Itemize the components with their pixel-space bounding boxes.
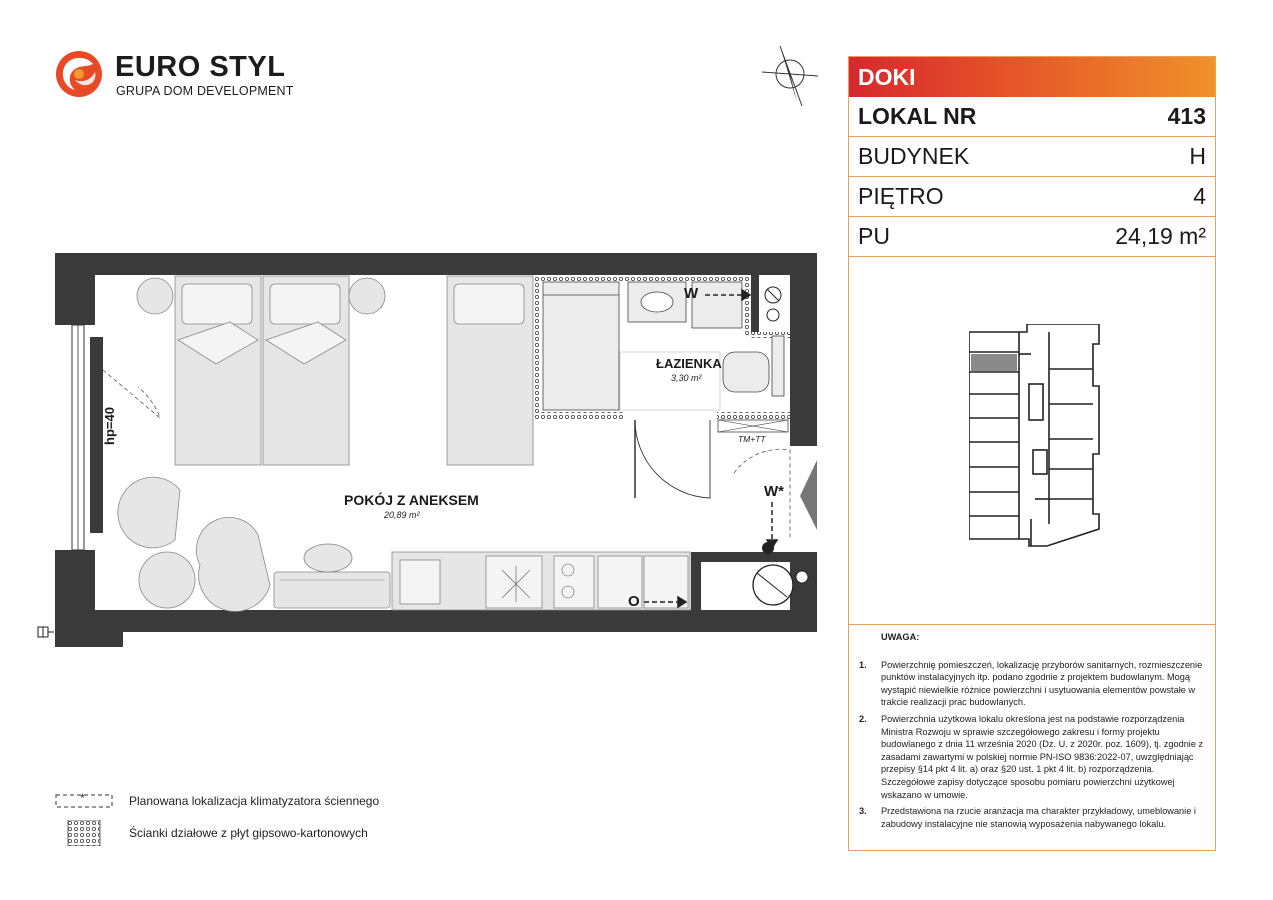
walls: [55, 253, 817, 647]
info-value: 413: [1167, 103, 1206, 129]
nightstands: [136, 277, 386, 315]
room-area: 3,30 m²: [671, 373, 702, 383]
info-label: PIĘTRO: [858, 183, 944, 209]
brand-name: EURO STYL: [115, 51, 286, 83]
kitchen-counter: [391, 551, 691, 611]
water-marker: W: [684, 285, 699, 302]
floor-plan-drawing: [37, 253, 817, 647]
apartment-info-panel: DOKI LOKAL NR 413 BUDYNEK H PIĘTRO 4 PU …: [848, 56, 1216, 851]
note-number: 1.: [859, 659, 867, 670]
room-area: 20,89 m²: [384, 510, 420, 520]
brand-subtitle: GRUPA DOM DEVELOPMENT: [116, 84, 294, 98]
highlighted-unit: [971, 354, 1017, 371]
note-number: 3.: [859, 806, 867, 817]
note-text: Przedstawiona na rzucie aranżacja ma cha…: [881, 806, 1196, 829]
note-text: Powierzchnię pomieszczeń, lokalizację pr…: [881, 659, 1203, 708]
info-row-building: BUDYNEK H: [849, 137, 1215, 177]
window-height-label: hp=40: [102, 407, 117, 445]
water-marker: W*: [764, 483, 784, 500]
floor-key-plan: [969, 324, 1100, 547]
legend: * Planowana lokalizacja klimatyzatora śc…: [55, 791, 455, 852]
bathroom-fixtures: [542, 281, 785, 499]
shaft-marker: O: [628, 593, 640, 610]
ventilation-symbol: [37, 626, 54, 638]
legend-item-air-conditioner: * Planowana lokalizacja klimatyzatora śc…: [55, 791, 380, 810]
company-logo: EURO STYL GRUPA DOM DEVELOPMENT: [55, 50, 295, 105]
info-row-usable-area: PU 24,19 m²: [849, 217, 1215, 257]
room-name: ŁAZIENKA: [656, 356, 722, 371]
info-value: 24,19 m²: [1115, 223, 1206, 249]
installation-riser: [717, 286, 809, 606]
investment-name: DOKI: [849, 57, 1215, 97]
water-arrows: [644, 288, 779, 609]
info-row-floor: PIĘTRO 4: [849, 177, 1215, 217]
info-value: H: [1189, 143, 1206, 169]
legend-text: Planowana lokalizacja klimatyzatora ście…: [129, 794, 380, 808]
info-label: PU: [858, 223, 890, 249]
room-name: POKÓJ Z ANEKSEM: [344, 492, 479, 508]
note-text: Powierzchnia użytkowa lokalu określona j…: [881, 713, 1204, 800]
seating: [117, 476, 391, 612]
note-item: 2. Powierzchnia użytkowa lokalu określon…: [859, 713, 1204, 801]
notes-section: UWAGA: 1. Powierzchnię pomieszczeń, loka…: [859, 631, 1204, 834]
panel-divider: [849, 624, 1215, 625]
legend-text: Ścianki działowe z płyt gipsowo-kartonow…: [129, 826, 368, 840]
drywall-partitions: [535, 275, 790, 419]
window-left: [71, 324, 161, 551]
installation-label: TM+TT: [738, 434, 766, 444]
beds: [174, 275, 534, 466]
info-label: BUDYNEK: [858, 143, 970, 169]
info-value: 4: [1193, 183, 1206, 209]
floor-plan: POKÓJ Z ANEKSEM 20,89 m² ŁAZIENKA hp=40 …: [30, 240, 830, 660]
legend-item-drywall: Ścianki działowe z płyt gipsowo-kartonow…: [55, 820, 368, 846]
note-item: 3. Przedstawiona na rzucie aranżacja ma …: [859, 805, 1204, 830]
note-item: 1. Powierzchnię pomieszczeń, lokalizację…: [859, 659, 1204, 709]
asterisk-symbol: *: [80, 791, 85, 805]
info-row-unit-number: LOKAL NR 413: [849, 97, 1215, 137]
north-arrow-icon: [761, 45, 819, 107]
hatch-pattern-icon: [55, 820, 113, 846]
notes-title: UWAGA:: [881, 632, 920, 642]
note-number: 2.: [859, 713, 867, 724]
dashed-box-icon: *: [55, 791, 113, 810]
entry-door: [733, 448, 817, 538]
logo-mark-icon: [56, 51, 102, 97]
info-label: LOKAL NR: [858, 103, 977, 129]
